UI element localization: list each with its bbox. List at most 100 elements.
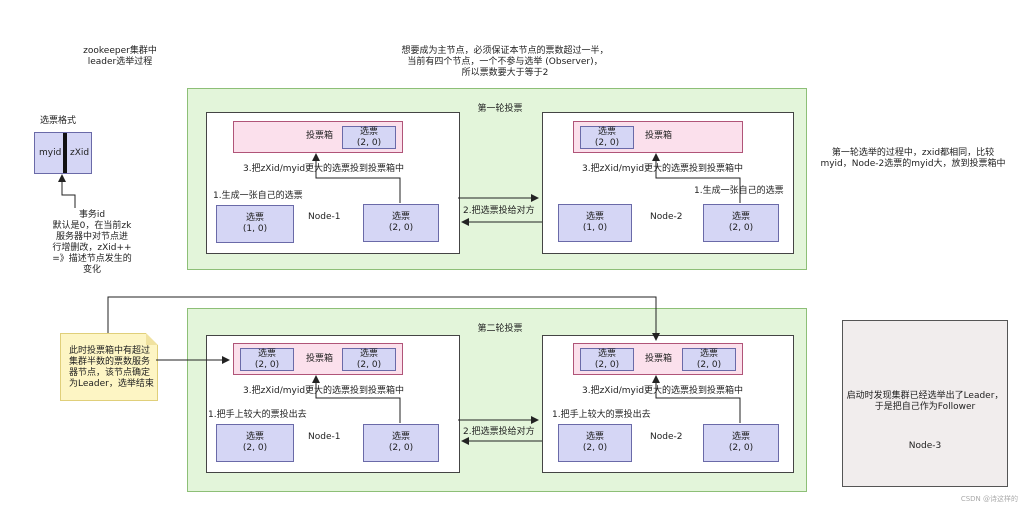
vote-label: 选票 (597, 348, 616, 359)
vote-value: (2, 0) (696, 359, 722, 370)
round2-node1-box-vote-1: 选票 (2, 0) (240, 348, 294, 371)
round1-node1-step1: 1.生成一张自己的选票 (213, 191, 303, 201)
arrow-r1n1-to-box (312, 153, 401, 203)
sticky-fold (146, 333, 158, 345)
vote-value: (2, 0) (728, 223, 754, 233)
diagram-title: zookeeper集群中 leader选举过程 (75, 46, 165, 68)
vote-label: 选票 (359, 126, 378, 137)
txid-note-line: 变化 (82, 265, 101, 275)
round2-node1-name: Node-1 (308, 432, 341, 442)
round2-node2-box-vote-1: 选票 (2, 0) (580, 348, 634, 371)
round2-node1-step1: 1.把手上较大的票投出去 (208, 410, 307, 420)
vote-value: (2, 0) (594, 137, 620, 148)
round2-title: 第二轮投票 (477, 324, 523, 334)
node3-desc-line-1: 启动时发现集群已经选举出了Leader， (846, 391, 1004, 401)
vote-label: 选票 (391, 212, 410, 222)
round2-node2-step1: 1.把手上较大的票投出去 (552, 410, 651, 420)
txid-note-line: 默认是0，在当前zk (52, 221, 132, 231)
round1-node2-box-label: 投票箱 (645, 131, 673, 141)
round1-node1-box-vote: 选票 (2, 0) (342, 126, 396, 149)
round1-node2-name: Node-2 (650, 212, 683, 222)
round1-node2-step1: 1.生成一张自己的选票 (694, 186, 784, 196)
vote-value: (2, 0) (594, 359, 620, 370)
vote-label: 选票 (359, 348, 378, 359)
txid-note-line: 事务id (78, 210, 106, 220)
round1-node2-step3: 3.把zXid/myid更大的选票投到投票箱中 (582, 164, 744, 174)
arrow-sticky-to-node2-box (107, 296, 660, 341)
round1-node1-vote-received: 选票 (2, 0) (363, 204, 439, 242)
format-title: 选票格式 (40, 116, 77, 126)
top-note-line-2: 当前有四个节点，一个不参与选举 (Observer)， (407, 57, 603, 67)
format-divider (63, 133, 67, 173)
vote-label: 选票 (245, 213, 264, 223)
format-myid: myid (39, 148, 62, 158)
round1-node1-box-label: 投票箱 (306, 131, 334, 141)
sticky-line: 此时投票箱中有超过 (69, 346, 151, 356)
arrow-r2n2-to-box (652, 375, 741, 423)
round2-node1-box-vote-2: 选票 (2, 0) (342, 348, 396, 371)
round1-node1-vote-own: 选票 (1, 0) (216, 205, 294, 243)
round1-node2-box-vote: 选票 (2, 0) (580, 126, 634, 149)
txid-note-line: 服务器中对节点进 (55, 232, 128, 242)
vote-label: 选票 (585, 212, 604, 222)
vote-value: (2, 0) (728, 443, 754, 453)
round2-node2-step3: 3.把zXid/myid更大的选票投到投票箱中 (582, 386, 744, 396)
title-line-2: leader选举过程 (87, 57, 153, 67)
round2-node2-box-vote-2: 选票 (2, 0) (682, 348, 736, 371)
round2-node1-step3: 3.把zXid/myid更大的选票投到投票箱中 (243, 386, 405, 396)
top-note: 想要成为主节点，必须保证本节点的票数超过一半， 当前有四个节点，一个不参与选举 … (370, 46, 640, 79)
vote-label: 选票 (391, 432, 410, 442)
node3: 启动时发现集群已经选举出了Leader， 于是把自己作为Follower Nod… (842, 320, 1008, 487)
round2-node2-vote-received: 选票 (2, 0) (558, 424, 632, 462)
txid-note: 事务id 默认是0，在当前zk 服务器中对节点进 行增删改，zXid++ =》描… (32, 210, 152, 276)
round2-exchange-label: 2.把选票投给对方 (463, 427, 535, 437)
sticky-line: 为Leader，选举结束 (69, 379, 154, 389)
arrow-r2n1-to-box (312, 375, 401, 423)
arrow-r1n2-to-box (652, 153, 741, 203)
round2-node2-name: Node-2 (650, 432, 683, 442)
right-note-line-2: myid，Node-2选票的myid大，放到投票箱中 (820, 159, 1006, 169)
vote-value: (1, 0) (242, 224, 268, 234)
vote-label: 选票 (699, 348, 718, 359)
round1-node2-vote-own: 选票 (2, 0) (703, 204, 779, 242)
sticky-line: 器节点，该节点确定 (69, 368, 151, 378)
top-note-line-1: 想要成为主节点，必须保证本节点的票数超过一半， (401, 46, 609, 56)
vote-label: 选票 (597, 126, 616, 137)
vote-value: (2, 0) (254, 359, 280, 370)
title-line-1: zookeeper集群中 (83, 46, 157, 56)
round1-node1-step3: 3.把zXid/myid更大的选票投到投票箱中 (243, 164, 405, 174)
round1-node1-name: Node-1 (308, 212, 341, 222)
round2-node2-vote-own: 选票 (2, 0) (703, 424, 779, 462)
round2-node1-box-label: 投票箱 (306, 354, 334, 364)
vote-label: 选票 (257, 348, 276, 359)
format-box: myid zXid (34, 132, 92, 174)
right-note-line-1: 第一轮选举的过程中，zxid都相同，比较 (831, 148, 995, 158)
top-note-line-3: 所以票数要大于等于2 (461, 68, 549, 78)
round1-title: 第一轮投票 (477, 104, 523, 114)
vote-value: (2, 0) (356, 137, 382, 148)
round1-node2-vote-received: 选票 (1, 0) (558, 204, 632, 242)
watermark: CSDN @诗这样的 (960, 495, 1018, 503)
sticky-note: 此时投票箱中有超过 集群半数的票数服务 器节点，该节点确定 为Leader，选举… (60, 333, 158, 401)
sticky-line: 集群半数的票数服务 (69, 357, 151, 367)
vote-value: (2, 0) (388, 223, 414, 233)
vote-value: (2, 0) (582, 443, 608, 453)
vote-value: (1, 0) (582, 223, 608, 233)
vote-label: 选票 (731, 212, 750, 222)
vote-label: 选票 (245, 432, 264, 442)
round1-exchange-label: 2.把选票投给对方 (463, 206, 535, 216)
round2-node1-vote-received: 选票 (2, 0) (363, 424, 439, 462)
node3-name: Node-3 (908, 441, 942, 451)
vote-label: 选票 (731, 432, 750, 442)
vote-label: 选票 (585, 432, 604, 442)
vote-value: (2, 0) (356, 359, 382, 370)
vote-value: (2, 0) (242, 443, 268, 453)
txid-note-line: 行增删改，zXid++ (52, 243, 132, 253)
round2-node1-vote-own: 选票 (2, 0) (216, 424, 294, 462)
right-note: 第一轮选举的过程中，zxid都相同，比较 myid，Node-2选票的myid大… (808, 148, 1018, 170)
node3-desc-line-2: 于是把自己作为Follower (874, 402, 976, 412)
format-zxid: zXid (70, 148, 90, 158)
round2-node2-box-label: 投票箱 (645, 354, 673, 364)
vote-value: (2, 0) (388, 443, 414, 453)
